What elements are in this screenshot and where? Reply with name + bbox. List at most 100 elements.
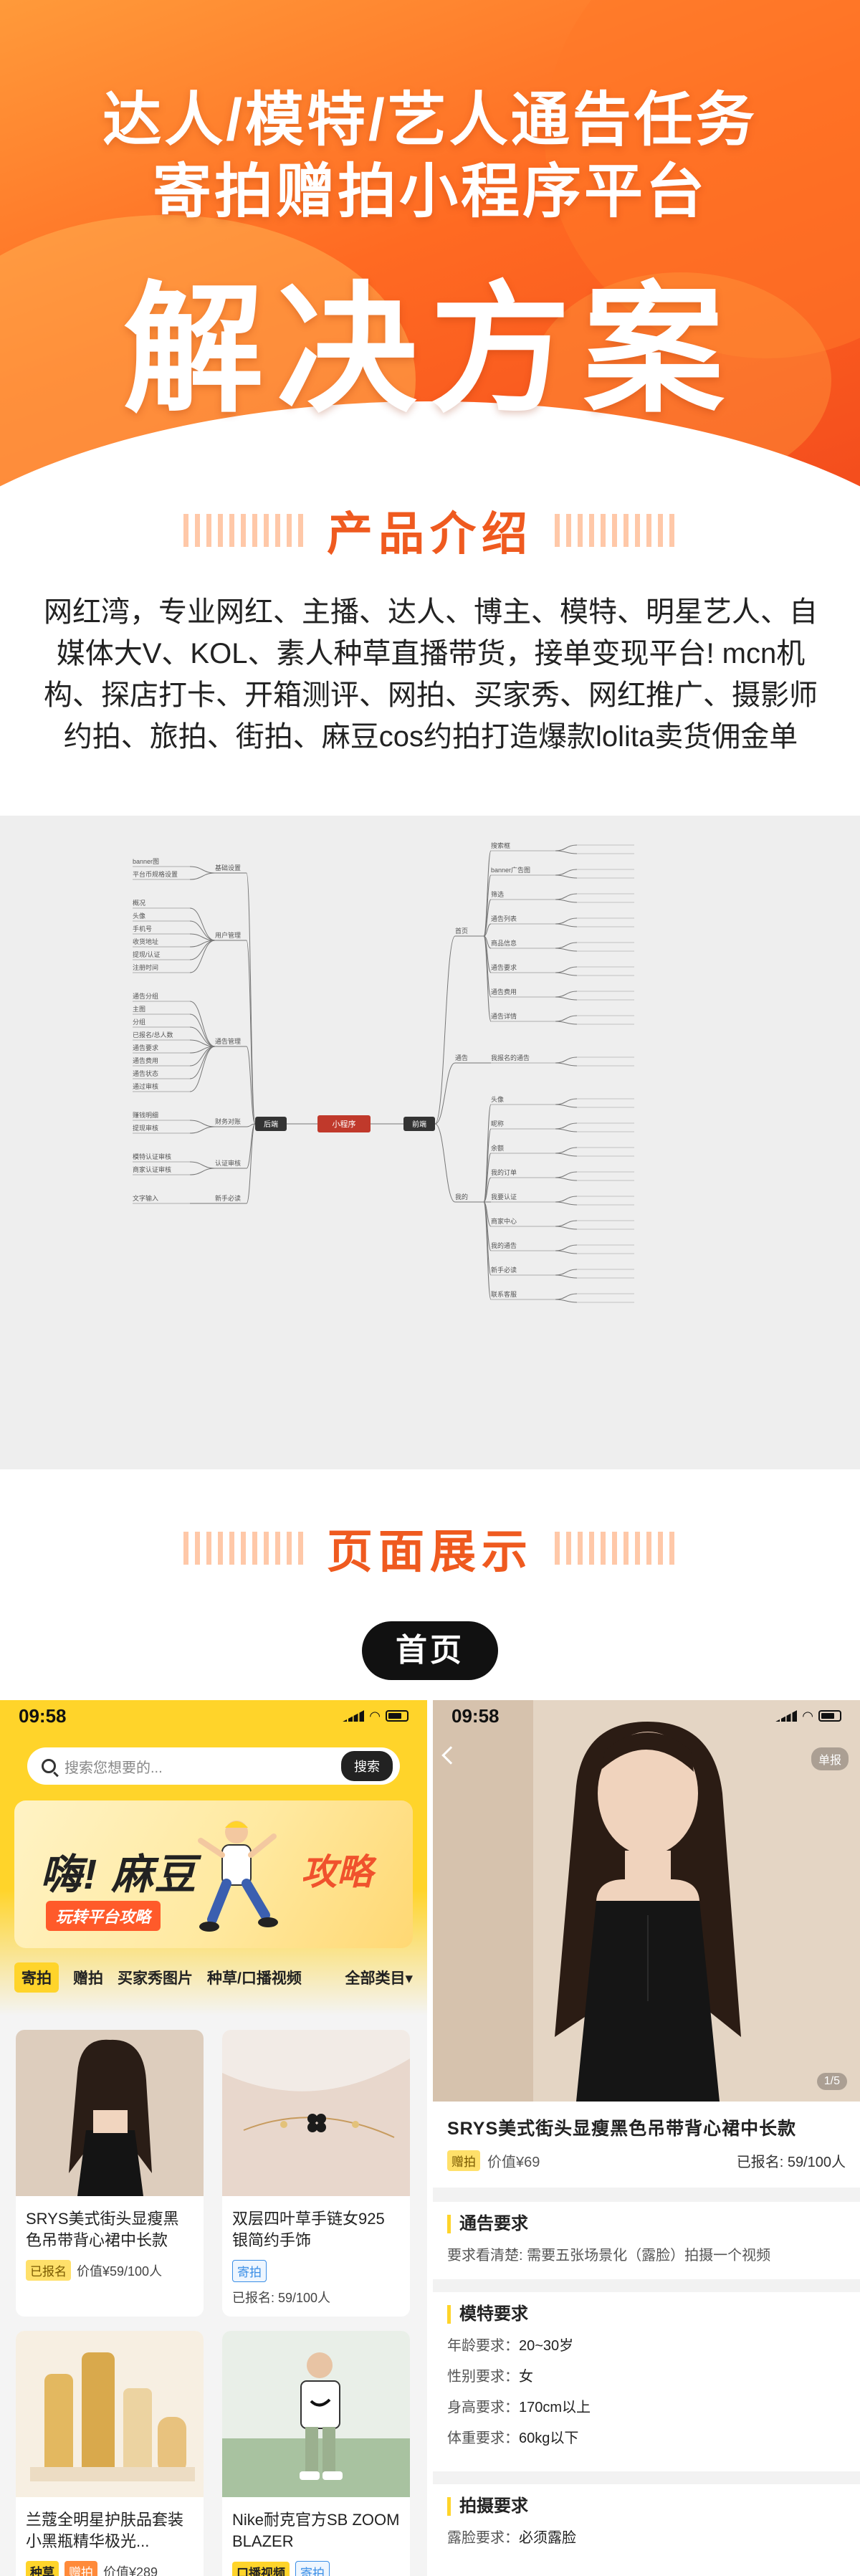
mindmap-branch-label: 财务对账 xyxy=(215,1117,241,1125)
mindmap-link xyxy=(555,1293,578,1300)
mindmap-link xyxy=(555,1220,578,1227)
stripes-decoration xyxy=(555,1532,677,1565)
notice-requirements: 通告要求 要求看清楚: 需要五张场景化（露脸）拍摄一个视频 xyxy=(433,2202,860,2279)
mindmap-leaf-label: 新手必读 xyxy=(491,1266,517,1274)
signal-icon xyxy=(775,1710,798,1722)
mindmap-leaf-label: 我要认证 xyxy=(491,1193,517,1201)
mindmap-link xyxy=(555,948,578,952)
mindmap-link xyxy=(246,1046,256,1125)
mindmap-leaf-label: 商家中心 xyxy=(491,1217,517,1225)
mindmap-link xyxy=(483,899,492,937)
model-requirements: 模特要求 年龄要求：20~30岁 性别要求：女 身高要求：170cm以上 体重要… xyxy=(433,2292,860,2471)
mindmap-leaf-label: 概况 xyxy=(133,899,145,907)
mindmap-leaf-label: 商家认证审核 xyxy=(133,1165,171,1173)
mindmap-leaf-label: 手机号 xyxy=(133,925,152,932)
hero-title-line2: 寄拍赠拍小程序平台 xyxy=(152,159,707,224)
product-title: SRYS美式街头显瘦黑色吊带背心裙中长款 xyxy=(447,2119,797,2139)
tab-buyer-show[interactable]: 买家秀图片 xyxy=(118,1970,193,1987)
mindmap-branch-label: 首页 xyxy=(455,927,468,935)
section-header-intro: 产品介绍 xyxy=(0,498,860,563)
mindmap-root-label: 前端 xyxy=(412,1120,426,1129)
product-card[interactable]: SRYS美式街头显瘦黑色吊带背心裙中长款 已报名 价值¥59/100人 xyxy=(16,2030,204,2317)
shoot-value: 必须露脸 xyxy=(519,2530,576,2546)
section-title: 产品介绍 xyxy=(327,508,533,560)
mindmap-leaf-label: banner广告图 xyxy=(491,866,530,874)
height-label: 身高要求： xyxy=(447,2400,519,2415)
mindmap-link xyxy=(555,1274,578,1279)
mindmap-link xyxy=(246,1123,256,1127)
mindmap-link xyxy=(189,907,216,941)
mindmap-link xyxy=(555,1201,578,1206)
mindmap-root-label: 后端 xyxy=(264,1120,278,1129)
phone-home-screen: 09:58 ◠ 搜索您想要的... 搜索 嗨! 麻豆 攻略 玩转平台攻略 寄拍 … xyxy=(0,1700,427,2576)
mindmap-link xyxy=(555,869,578,876)
product-gallery[interactable] xyxy=(433,1700,860,2102)
mindmap-link xyxy=(555,991,578,998)
tab-jipai[interactable]: 寄拍 xyxy=(14,1962,59,1993)
mindmap-link xyxy=(189,1046,216,1079)
mindmap-branch-label: 新手必读 xyxy=(215,1194,241,1202)
mindmap-link xyxy=(555,1062,578,1067)
mindmap-link xyxy=(189,940,216,973)
shoot-label: 露脸要求： xyxy=(447,2530,519,2546)
mindmap-link xyxy=(189,920,216,941)
product-card[interactable]: 兰蔻全明星护肤品套装小黑瓶精华极光... 种草 赠拍 价值¥289 xyxy=(16,2331,204,2576)
mindmap-leaf-label: 头像 xyxy=(491,1095,504,1103)
gender-value: 女 xyxy=(519,2369,533,2385)
mindmap-link xyxy=(555,942,578,949)
mindmap-root-node xyxy=(255,1117,287,1131)
section-heading: 拍摄要求 xyxy=(447,2497,846,2516)
phone-detail-screen: 09:58 ◠ 单报 1/5 SRYS美式街头显瘦黑色吊带背心裙中长款 赠拍 价… xyxy=(433,1700,860,2576)
banner-figure-illustration xyxy=(198,1821,278,1932)
tab-all-categories[interactable]: 全部类目▾ xyxy=(345,1970,413,1987)
mindmap-link xyxy=(555,1171,578,1178)
mindmap-link xyxy=(246,1123,256,1204)
mindmap-leaf-label: 头像 xyxy=(133,912,145,920)
search-input[interactable]: 搜索您想要的... xyxy=(64,1760,163,1776)
gender-label: 性别要求： xyxy=(447,2369,519,2385)
mindmap-leaf-label: 文字输入 xyxy=(133,1194,158,1202)
tab-zengpai[interactable]: 赠拍 xyxy=(73,1970,103,1987)
type-badge: 寄拍 xyxy=(295,2561,330,2576)
mindmap-link xyxy=(555,966,578,973)
stripes-decoration xyxy=(183,514,305,547)
mindmap-link xyxy=(434,935,456,1125)
mindmap-leaf-label: 通告费用 xyxy=(133,1056,158,1064)
type-badge: 口播视频 xyxy=(232,2562,290,2576)
home-label: 首页 xyxy=(362,1621,498,1680)
wifi-icon: ◠ xyxy=(370,1708,380,1723)
intro-text: 网红湾，专业网红、主播、达人、博主、模特、明星艺人、自媒体大V、KOL、素人种草… xyxy=(44,596,818,753)
mindmap-link xyxy=(555,1098,578,1105)
status-bar: 09:58 ◠ xyxy=(433,1700,860,1732)
search-icon xyxy=(42,1759,56,1773)
mindmap-branch-label: 认证审核 xyxy=(215,1159,241,1167)
mindmap-link xyxy=(555,893,578,900)
tab-video[interactable]: 种草/口播视频 xyxy=(207,1970,302,1987)
stripes-decoration xyxy=(555,514,677,547)
product-title: 兰蔻全明星护肤品套装小黑瓶精华极光... xyxy=(26,2511,184,2550)
mindmap-link xyxy=(189,1126,216,1134)
search-button[interactable]: 搜索 xyxy=(341,1751,393,1781)
section-heading: 通告要求 xyxy=(447,2215,846,2233)
product-card[interactable]: 双层四叶草手链女925银简约手饰 寄拍 已报名: 59/100人 xyxy=(222,2030,410,2317)
mindmap-leaf-label: 收货地址 xyxy=(133,938,158,945)
mindmap-root-node xyxy=(403,1117,435,1131)
shoot-requirements: 拍摄要求 露脸要求：必须露脸 xyxy=(433,2484,860,2576)
mindmap-leaf-label: 分组 xyxy=(133,1018,145,1026)
mindmap-link xyxy=(555,923,578,927)
height-value: 170cm以上 xyxy=(519,2400,591,2415)
mindmap-leaf-label: 商品信息 xyxy=(491,939,517,947)
mindmap-link xyxy=(555,1128,578,1132)
mindmap-link xyxy=(555,1299,578,1303)
mindmap-leaf-label: 赚钱明细 xyxy=(133,1111,158,1119)
status-time: 09:58 xyxy=(452,1704,500,1727)
promo-banner[interactable]: 嗨! 麻豆 攻略 玩转平台攻略 xyxy=(14,1800,413,1948)
mindmap-link xyxy=(555,1244,578,1251)
mindmap-leaf-label: 通告详情 xyxy=(491,1012,517,1020)
mindmap-link xyxy=(483,923,492,937)
search-bar[interactable]: 搜索您想要的... 搜索 xyxy=(27,1747,400,1785)
mindmap-link xyxy=(555,1269,578,1276)
battery-icon xyxy=(386,1710,408,1722)
product-card[interactable]: Nike耐克官方SB ZOOM BLAZER 口播视频 寄拍 xyxy=(222,2331,410,2576)
